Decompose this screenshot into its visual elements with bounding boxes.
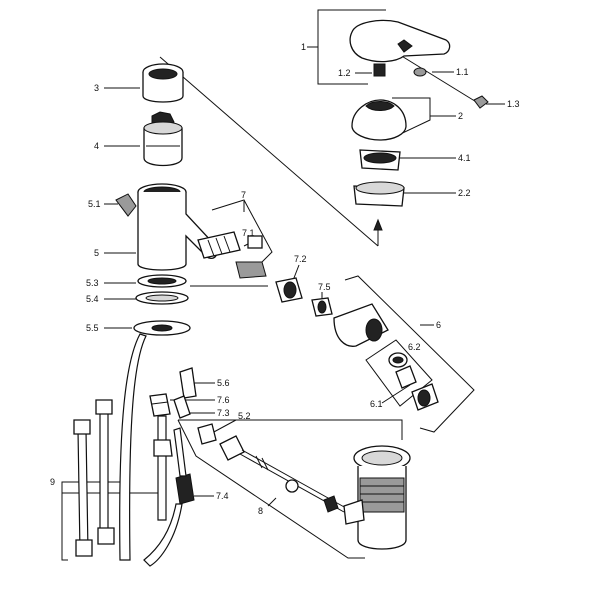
flex-hose-9b bbox=[99, 409, 109, 541]
cap-1-1 bbox=[413, 67, 427, 77]
label-5-4: 5.4 bbox=[86, 294, 99, 304]
callout-labels: 1 1.2 1.1 1.3 2 4.1 2.2 3 4 5.1 5 5.3 5.… bbox=[50, 42, 520, 516]
label-1-2: 1.2 bbox=[338, 68, 351, 78]
assembly-axis-line bbox=[159, 56, 379, 247]
label-7-5: 7.5 bbox=[318, 282, 331, 292]
label-7-4: 7.4 bbox=[216, 491, 229, 501]
flex-hose-9a bbox=[77, 429, 89, 553]
connector-7-6 bbox=[149, 393, 171, 417]
coupling-7-4 bbox=[175, 473, 195, 505]
rod-clip bbox=[219, 435, 245, 461]
label-1-1: 1.1 bbox=[456, 67, 469, 77]
insert-7-1 bbox=[235, 261, 267, 279]
insert-1-2 bbox=[373, 63, 386, 77]
nub-5-1 bbox=[115, 193, 137, 217]
bracket-7 bbox=[211, 199, 273, 263]
label-5-3: 5.3 bbox=[86, 278, 99, 288]
bracket-6 bbox=[344, 275, 475, 433]
label-5-5: 5.5 bbox=[86, 323, 99, 333]
lower-fittings bbox=[73, 333, 411, 567]
label-6-1: 6.1 bbox=[370, 399, 383, 409]
lever-screw-hole bbox=[397, 39, 413, 53]
label-7-2: 7.2 bbox=[294, 254, 307, 264]
leader-1-3 bbox=[399, 54, 479, 104]
sleeve-5-6 bbox=[179, 367, 197, 399]
label-1-3: 1.3 bbox=[507, 99, 520, 109]
label-6-2: 6.2 bbox=[408, 342, 421, 352]
label-5-2: 5.2 bbox=[238, 411, 251, 421]
label-5-1: 5.1 bbox=[88, 199, 101, 209]
rod-ball bbox=[285, 479, 299, 493]
bracket-1 bbox=[317, 9, 322, 85]
fitting-7-3 bbox=[173, 395, 191, 419]
label-7-1: 7.1 bbox=[242, 228, 255, 238]
label-5-6: 5.6 bbox=[217, 378, 230, 388]
part-6-2b bbox=[395, 365, 417, 389]
bracket-6-inner bbox=[365, 339, 433, 407]
bracket-8-top bbox=[178, 419, 403, 440]
screw-1-3 bbox=[473, 95, 489, 109]
spout-parts bbox=[235, 261, 333, 317]
lever-handle bbox=[349, 19, 451, 63]
label-3: 3 bbox=[94, 83, 99, 93]
label-7-3: 7.3 bbox=[217, 408, 230, 418]
bracket-9 bbox=[61, 481, 68, 561]
label-7: 7 bbox=[241, 190, 246, 200]
label-9: 9 bbox=[50, 477, 55, 487]
bracket-8-bottom bbox=[177, 419, 365, 559]
label-8: 8 bbox=[258, 506, 263, 516]
valve-column bbox=[115, 63, 241, 336]
label-5: 5 bbox=[94, 248, 99, 258]
label-1: 1 bbox=[301, 42, 306, 52]
dome-cover bbox=[351, 99, 407, 141]
handle-assembly bbox=[349, 19, 489, 207]
drain-side-port bbox=[343, 499, 365, 525]
cartridge-4 bbox=[143, 127, 183, 167]
aerator-group bbox=[333, 303, 439, 411]
callout-lines bbox=[61, 9, 505, 561]
part-7-1-box bbox=[247, 235, 263, 249]
label-2-2: 2.2 bbox=[458, 188, 471, 198]
nut-5-2 bbox=[197, 423, 217, 445]
label-7-6: 7.6 bbox=[217, 395, 230, 405]
label-2: 2 bbox=[458, 111, 463, 121]
label-4: 4 bbox=[94, 141, 99, 151]
label-4-1: 4.1 bbox=[458, 153, 471, 163]
label-6: 6 bbox=[436, 320, 441, 330]
bracket-2 bbox=[391, 97, 431, 139]
supply-hose-long bbox=[119, 333, 147, 561]
